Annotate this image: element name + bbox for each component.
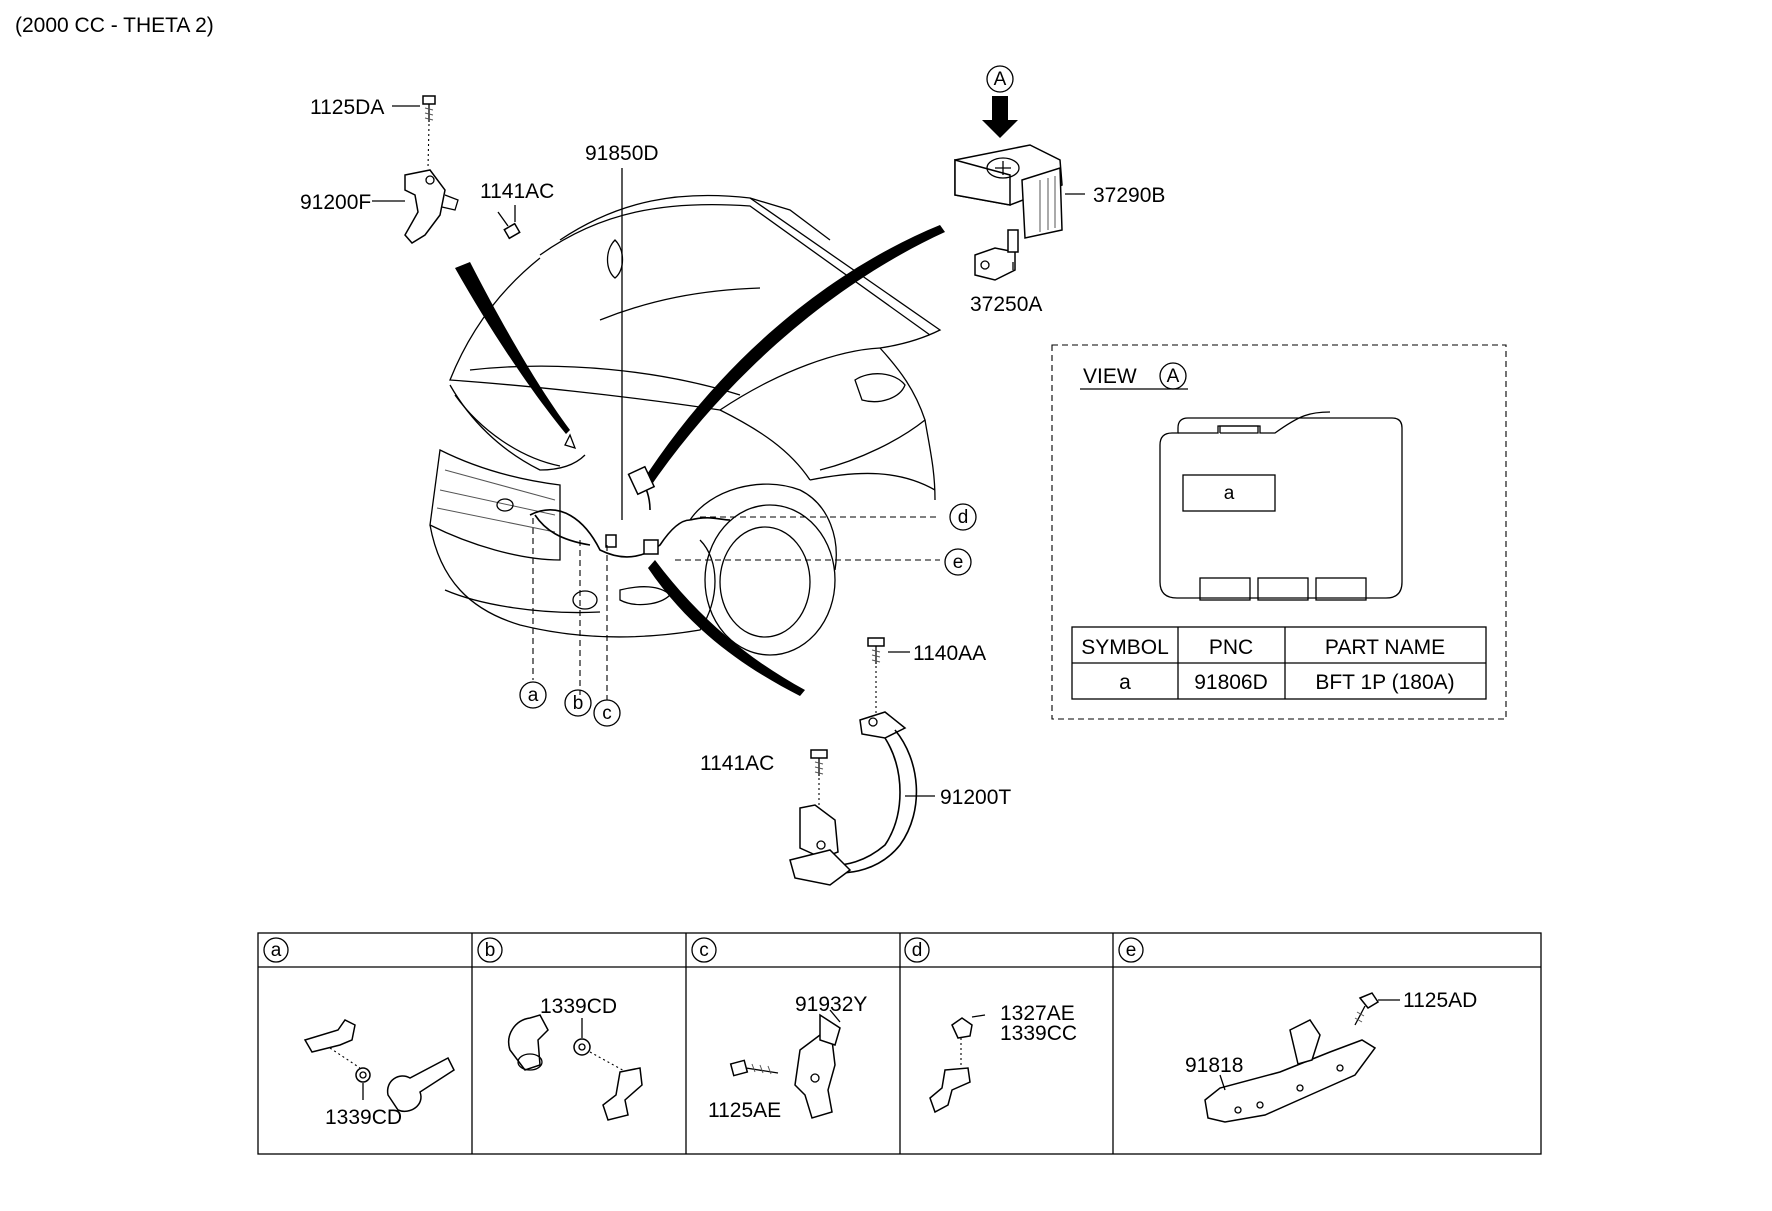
fuse-slot-a-symbol: a	[1224, 483, 1235, 504]
table-cell-pnc: 91806D	[1194, 671, 1268, 694]
svg-text:a: a	[528, 685, 539, 706]
label-1141AC-top: 1141AC	[480, 180, 554, 203]
label-1140AA: 1140AA	[913, 642, 986, 665]
leader-band-to-clip	[455, 262, 570, 434]
callout-d: d	[949, 503, 977, 531]
wiring-harness	[529, 433, 731, 558]
label-37290B: 37290B	[1093, 184, 1165, 207]
view-a-marker: A	[986, 65, 1014, 93]
table-header-part-name: PART NAME	[1325, 636, 1445, 659]
terminal-37250A	[974, 229, 1019, 281]
detail-header-a: a	[263, 937, 289, 963]
svg-text:b: b	[573, 693, 584, 714]
view-a-panel: VIEW A a SYMBOL PNC PART NAME a 91806D B…	[1051, 344, 1507, 720]
bolt-1125DA	[422, 95, 436, 169]
label-91200F: 91200F	[300, 191, 371, 214]
detail-header-e: e	[1118, 937, 1144, 963]
terminal-cover-37290B	[954, 144, 1063, 239]
fuse-slot-a	[1182, 474, 1276, 512]
label-91850D: 91850D	[585, 142, 659, 165]
view-a-parts-table: SYMBOL PNC PART NAME a 91806D BFT 1P (18…	[1071, 626, 1487, 700]
table-header-pnc: PNC	[1209, 636, 1253, 659]
svg-text:c: c	[602, 703, 612, 724]
detail-c-parts	[729, 1009, 841, 1119]
detail-a-bracket	[303, 1019, 455, 1112]
callout-a: a	[519, 681, 547, 709]
bolt-1141AC-top	[497, 211, 521, 240]
svg-text:c: c	[699, 940, 709, 961]
car-body-illustration	[429, 194, 942, 656]
leader-band-to-ground	[648, 560, 805, 696]
svg-text:b: b	[485, 940, 496, 961]
view-a-panel-marker: A	[1167, 366, 1180, 387]
callout-c: c	[593, 699, 621, 727]
bolt-1140AA	[867, 637, 885, 715]
detail-table: a b c d e 1339CD 1339CD	[257, 932, 1542, 1155]
engine-note: (2000 CC - THETA 2)	[15, 14, 214, 37]
view-a-title: VIEW	[1083, 365, 1137, 388]
detail-header-b: b	[477, 937, 503, 963]
svg-text:d: d	[958, 507, 969, 528]
callout-e: e	[944, 548, 972, 576]
detail-c-label-91932Y: 91932Y	[795, 993, 867, 1016]
ground-cable-91200T	[789, 711, 918, 886]
svg-text:e: e	[953, 552, 964, 573]
detail-header-d: d	[904, 937, 930, 963]
callout-b: b	[564, 689, 592, 717]
label-37250A: 37250A	[970, 293, 1042, 316]
svg-text:A: A	[994, 69, 1007, 90]
detail-d-parts	[929, 1014, 986, 1114]
label-91200T: 91200T	[940, 786, 1011, 809]
table-cell-symbol: a	[1119, 671, 1131, 694]
svg-text:d: d	[912, 940, 923, 961]
fuse-box-outline	[1159, 417, 1403, 599]
bracket-91200F	[404, 169, 459, 244]
detail-d-label-1327AE: 1327AE	[1000, 1002, 1075, 1025]
detail-b-parts	[508, 1014, 643, 1121]
table-header-symbol: SYMBOL	[1081, 636, 1169, 659]
detail-e-parts	[1204, 992, 1400, 1123]
view-a-arrow	[982, 96, 1018, 138]
table-cell-part-name: BFT 1P (180A)	[1315, 671, 1454, 694]
detail-c-label-1125AE: 1125AE	[708, 1099, 781, 1122]
leader-band-to-battery	[640, 225, 945, 490]
detail-header-c: c	[691, 937, 717, 963]
detail-d-label-1339CC: 1339CC	[1000, 1022, 1077, 1045]
detail-e-label-91818: 91818	[1185, 1054, 1243, 1077]
label-1141AC-mid: 1141AC	[700, 752, 774, 775]
label-1125DA: 1125DA	[310, 96, 384, 119]
detail-a-label-1339CD: 1339CD	[325, 1106, 402, 1129]
svg-text:e: e	[1126, 940, 1137, 961]
svg-text:a: a	[271, 940, 282, 961]
detail-e-label-1125AD: 1125AD	[1403, 989, 1477, 1012]
detail-b-label-1339CD: 1339CD	[540, 995, 617, 1018]
